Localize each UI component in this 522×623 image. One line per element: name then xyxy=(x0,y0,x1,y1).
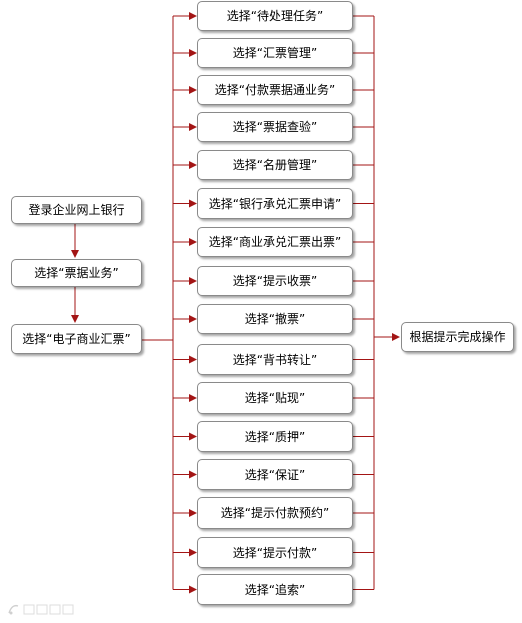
step-select-electronic-bill: 选择“电子商业汇票” xyxy=(11,324,142,354)
option-roster-management: 选择“名册管理” xyxy=(197,150,353,180)
step-complete-operation: 根据提示完成操作 xyxy=(401,322,514,352)
option-endorsement-transfer: 选择“背书转让” xyxy=(197,344,353,375)
option-payment-bill-service: 选择“付款票据通业务” xyxy=(197,75,353,105)
option-prompt-receipt: 选择“提示收票” xyxy=(197,266,353,296)
option-withdraw-bill: 选择“撤票” xyxy=(197,304,353,334)
option-prompt-payment: 选择“提示付款” xyxy=(197,537,353,568)
option-discount: 选择“贴现” xyxy=(197,382,353,414)
step-select-bill-business: 选择“票据业务” xyxy=(11,259,142,287)
option-pending-tasks: 选择“待处理任务” xyxy=(197,1,353,31)
step-login-bank: 登录企业网上银行 xyxy=(11,196,142,224)
option-bank-acceptance-application: 选择“银行承兑汇票申请” xyxy=(197,188,353,219)
option-payment-reservation: 选择“提示付款预约” xyxy=(197,497,353,529)
option-bill-inspection: 选择“票据查验” xyxy=(197,112,353,142)
option-pledge: 选择“质押” xyxy=(197,421,353,452)
option-bill-management: 选择“汇票管理” xyxy=(197,38,353,68)
watermark-logo xyxy=(8,604,74,615)
option-commercial-acceptance-issue: 选择“商业承兑汇票出票” xyxy=(197,227,353,257)
option-guarantee: 选择“保证” xyxy=(197,459,353,490)
option-recourse: 选择“追索” xyxy=(197,574,353,605)
